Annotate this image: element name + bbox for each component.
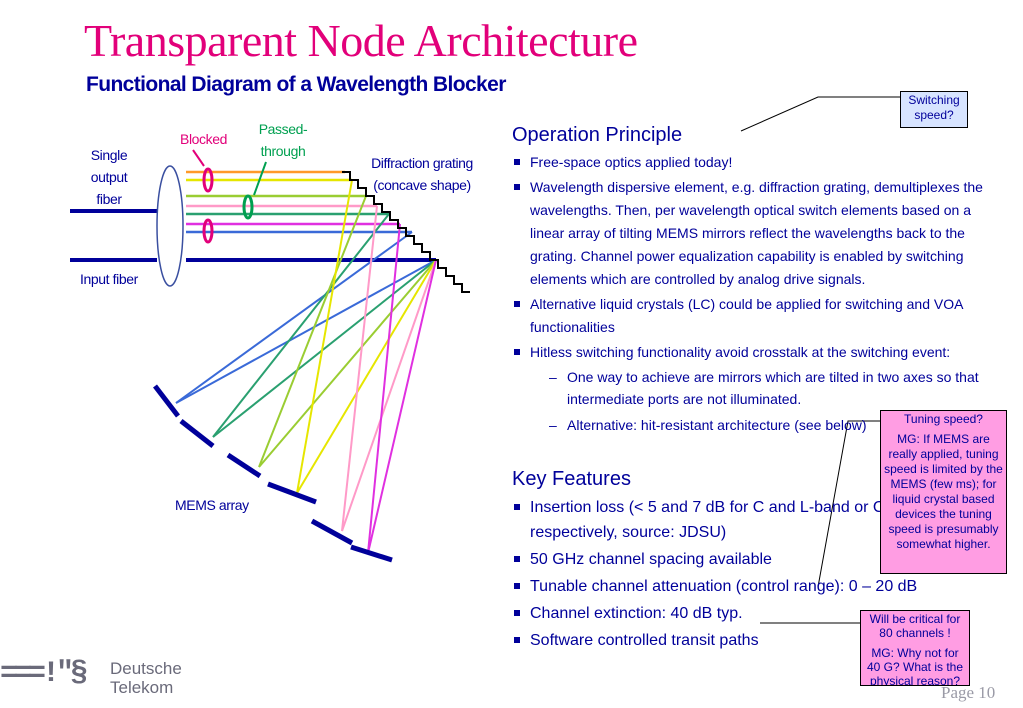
tuning-note-question: Tuning speed? — [904, 412, 983, 426]
logo-line-1: Deutsche — [110, 659, 182, 678]
critical-note: Will be critical for 80 channels ! MG: W… — [860, 610, 970, 686]
tuning-speed-note: Tuning speed? MG: If MEMS are really app… — [880, 410, 1007, 574]
switching-callout-line — [740, 96, 900, 132]
critical-note-body: MG: Why not for 40 G? What is the physic… — [866, 646, 964, 686]
operation-sub-list: One way to achieve are mirrors which are… — [512, 366, 1007, 436]
passed-through-label: Passed- through — [258, 121, 308, 159]
switching-speed-note: Switching speed? — [900, 91, 968, 128]
switching-note-text: Switching speed? — [908, 93, 960, 122]
diagonal-beam — [341, 205, 378, 532]
logo-line-2: Telekom — [110, 678, 174, 697]
list-item: 50 GHz channel spacing available — [512, 547, 1007, 572]
passed-ring — [242, 194, 254, 220]
features-heading: Key Features — [512, 468, 631, 490]
page-title: Transparent Node Architecture — [84, 15, 638, 66]
mems-mirror — [179, 419, 215, 448]
tuning-note-body: MG: If MEMS are really applied, tuning s… — [884, 432, 1003, 551]
input-fiber-label: Input fiber — [80, 271, 138, 287]
features-list: Insertion loss (< 5 and 7 dB for C and L… — [512, 495, 1007, 653]
sub-list-item: Alternative: hit-resistant architecture … — [549, 414, 1007, 436]
operation-heading: Operation Principle — [512, 124, 683, 146]
blocked-ring — [202, 218, 214, 244]
diagonal-beam — [296, 259, 437, 494]
list-item: Channel extinction: 40 dB typ. — [512, 601, 1007, 626]
page-number: Page 10 — [941, 683, 996, 702]
single-output-fiber-label: Single output fiber — [90, 147, 128, 207]
mems-array-label: MEMS array — [175, 497, 249, 513]
diagonal-beam — [258, 259, 437, 468]
list-item: Insertion loss (< 5 and 7 dB for C and L… — [512, 495, 1007, 545]
blocked-pointer — [192, 149, 205, 167]
diagonal-beam — [212, 259, 437, 438]
diagonal-beam — [175, 259, 437, 404]
blocked-ring — [202, 167, 214, 193]
page-subtitle: Functional Diagram of a Wavelength Block… — [86, 73, 506, 96]
diffraction-grating-label: Diffraction grating (concave shape) — [371, 155, 473, 193]
diagonal-beam — [367, 259, 437, 554]
sub-list-item: One way to achieve are mirrors which are… — [549, 366, 1007, 410]
diagonal-beam — [258, 195, 367, 468]
mems-mirror — [310, 518, 354, 546]
list-item: Software controlled transit paths — [512, 628, 1007, 653]
mems-mirror — [350, 544, 393, 563]
mems-mirror — [226, 452, 262, 479]
lens — [156, 165, 184, 287]
mems-mirror — [267, 481, 317, 505]
critical-note-question: Will be critical for 80 channels ! — [869, 612, 961, 640]
list-item: Tunable channel attenuation (control ran… — [512, 574, 1007, 599]
telekom-logo-text: Deutsche Telekom — [110, 659, 182, 697]
diagonal-beam — [296, 179, 353, 494]
list-item: Alternative liquid crystals (LC) could b… — [512, 293, 1007, 339]
diffraction-grating — [342, 171, 470, 293]
mems-mirror — [153, 384, 180, 418]
telekom-logo-mark: ===!"§ — [0, 657, 88, 691]
diagonal-beam — [341, 259, 437, 532]
blocked-label: Blocked — [180, 131, 228, 147]
operation-list: Free-space optics applied today! Wavelen… — [512, 151, 1007, 364]
diagonal-beam — [212, 213, 390, 438]
content-column: Operation Principle Free-space optics ap… — [512, 124, 1007, 655]
passed-pointer — [253, 161, 267, 196]
list-item: Hitless switching functionality avoid cr… — [512, 341, 1007, 364]
diagonal-beam — [175, 231, 413, 404]
list-item: Wavelength dispersive element, e.g. diff… — [512, 176, 1007, 291]
diagonal-beam — [367, 223, 401, 554]
mems-array — [153, 384, 393, 563]
list-item: Free-space optics applied today! — [512, 151, 1007, 174]
